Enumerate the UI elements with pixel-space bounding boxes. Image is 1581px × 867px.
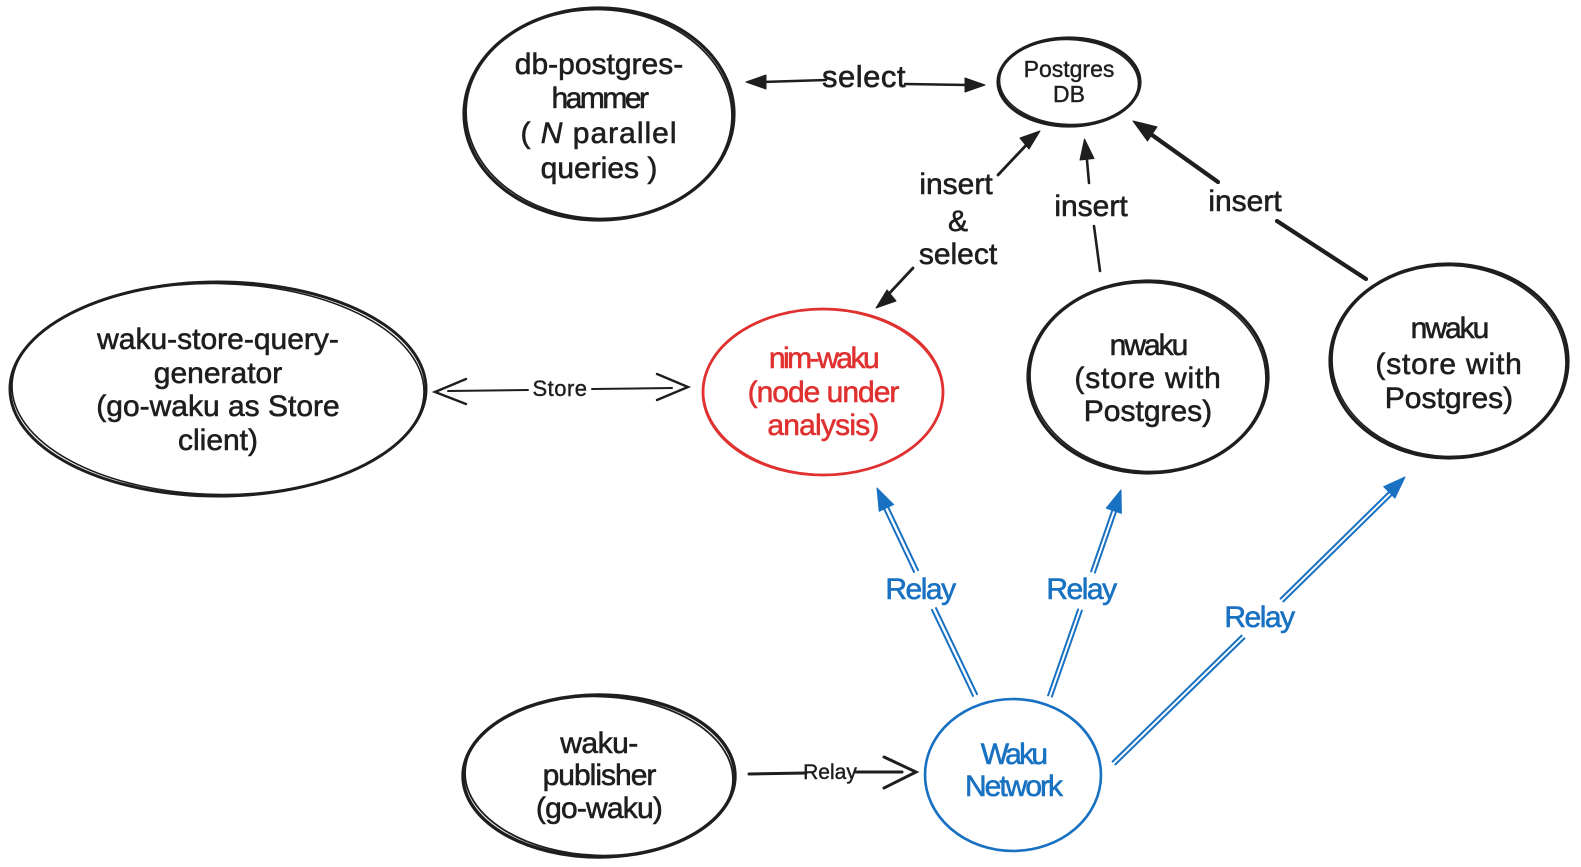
svg-text:select: select — [822, 59, 906, 94]
svg-text:waku-: waku- — [559, 727, 638, 760]
svg-text:Postgres): Postgres) — [1385, 382, 1513, 415]
svg-text:nim-waku: nim-waku — [769, 342, 878, 375]
svg-text:(node under: (node under — [748, 376, 900, 409]
svg-text:Postgres): Postgres) — [1084, 395, 1212, 428]
svg-text:( N parallel: ( N parallel — [520, 117, 677, 150]
svg-text:select: select — [919, 238, 998, 271]
svg-text:db-postgres-: db-postgres- — [515, 48, 683, 81]
svg-text:insert: insert — [1208, 185, 1282, 218]
svg-text:insert: insert — [1054, 190, 1128, 223]
svg-text:generator: generator — [154, 357, 282, 390]
svg-text:nwaku: nwaku — [1110, 329, 1187, 362]
svg-text:publisher: publisher — [543, 759, 657, 792]
svg-text:Relay: Relay — [1224, 601, 1295, 634]
svg-text:waku-store-query-: waku-store-query- — [96, 323, 339, 356]
svg-text:Relay: Relay — [803, 761, 857, 784]
svg-text:queries ): queries ) — [541, 152, 658, 185]
svg-text:Relay: Relay — [885, 573, 956, 606]
svg-text:Store: Store — [532, 376, 587, 401]
svg-text:(store with: (store with — [1074, 362, 1221, 395]
svg-text:insert: insert — [919, 168, 993, 201]
svg-text:DB: DB — [1053, 81, 1085, 107]
svg-text:(go-waku as Store: (go-waku as Store — [96, 390, 339, 423]
svg-text:(store with: (store with — [1375, 348, 1522, 381]
svg-text:Network: Network — [965, 770, 1064, 803]
svg-text:&: & — [948, 205, 968, 238]
svg-text:(go-waku): (go-waku) — [536, 792, 662, 825]
svg-text:nwaku: nwaku — [1411, 312, 1488, 345]
svg-text:Waku: Waku — [981, 738, 1047, 771]
svg-text:hammer: hammer — [551, 82, 649, 115]
svg-text:Relay: Relay — [1046, 573, 1117, 606]
svg-text:client): client) — [178, 424, 258, 457]
svg-text:Postgres: Postgres — [1024, 56, 1115, 82]
svg-text:analysis): analysis) — [767, 409, 878, 442]
